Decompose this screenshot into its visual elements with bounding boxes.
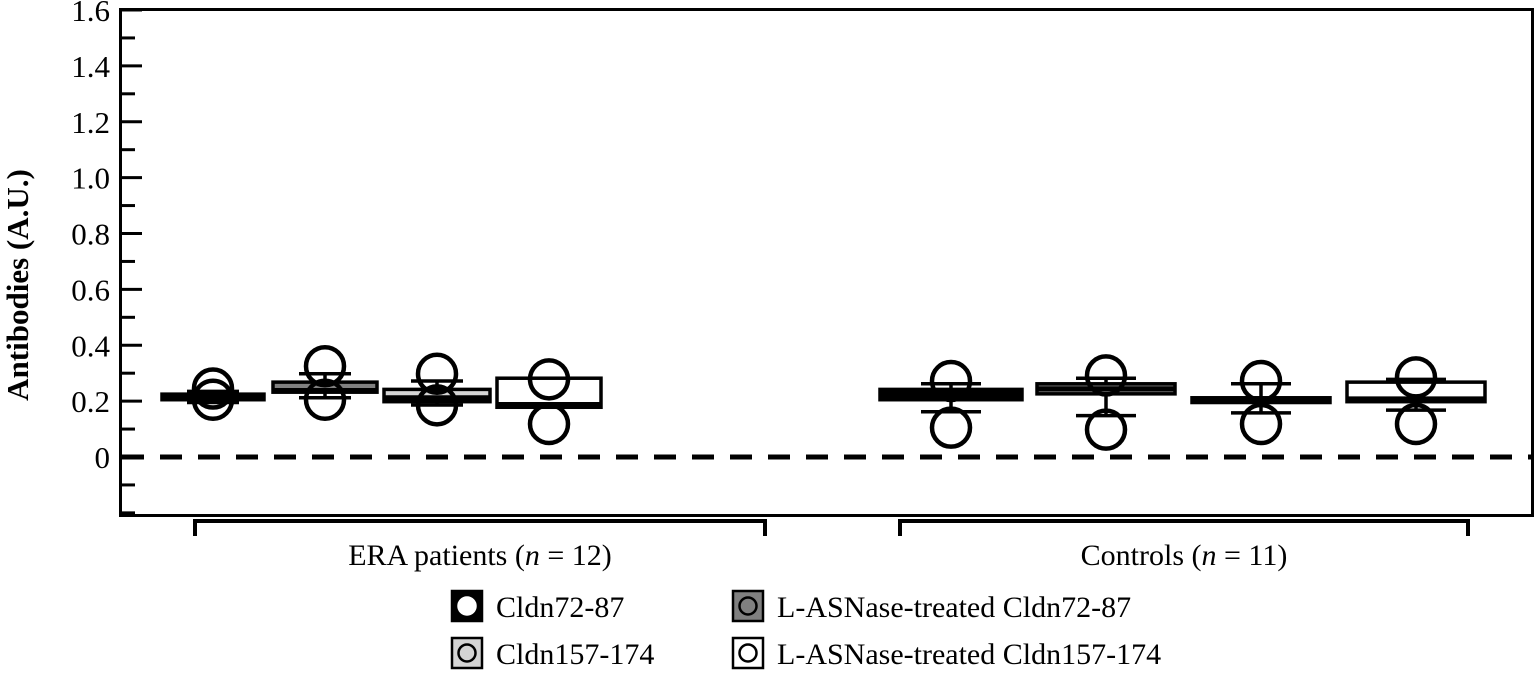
y-axis-title-text: Antibodies (A.U.) [0, 169, 35, 401]
group-labels: ERA patients (n = 12)Controls (n = 11) [348, 539, 1287, 572]
y-axis: 0 0.2 0.4 0.6 0.8 1.0 1.2 1.4 1.6 [71, 0, 142, 515]
outlier-marker[interactable] [1239, 359, 1283, 403]
legend-marker-circle [457, 643, 477, 663]
boxplot-box[interactable] [382, 352, 492, 427]
boxplot-box[interactable] [1190, 359, 1332, 446]
group-bracket [193, 519, 767, 536]
legend-marker-circle [738, 596, 758, 616]
y-tick-label: 0 [95, 440, 111, 475]
group-label-prefix: Controls ( [1081, 539, 1202, 572]
legend-marker-circle [738, 643, 758, 663]
legend-label: Cldn157-174 [496, 638, 654, 671]
outlier-marker[interactable] [191, 367, 235, 410]
legend-label: L-ASNase-treated Cldn157-174 [777, 638, 1161, 671]
boxplot-box[interactable] [271, 344, 379, 421]
outlier-marker[interactable] [1394, 402, 1438, 446]
group-label-prefix: ERA patients ( [348, 539, 525, 572]
legend-marker-circle [457, 596, 477, 616]
y-tick-label: 0.4 [71, 328, 110, 363]
boxplot-box[interactable] [1035, 354, 1177, 451]
group-label-n: n [1202, 539, 1217, 572]
outlier-marker[interactable] [1394, 356, 1438, 399]
group-label-n: n [525, 539, 540, 572]
outlier-marker[interactable] [527, 358, 571, 401]
legend-label: Cldn72-87 [496, 591, 624, 624]
y-tick-label: 0.6 [71, 272, 110, 307]
group-label: Controls (n = 11) [1081, 539, 1288, 572]
outlier-marker[interactable] [415, 352, 459, 395]
legend-item[interactable]: Cldn157-174 [450, 636, 654, 671]
legend: Cldn72-87 L-ASNase-treated Cldn72-87Cldn1… [450, 589, 1161, 671]
y-tick-label: 0.2 [71, 384, 110, 419]
boxplot-box[interactable] [495, 358, 603, 446]
y-tick-label: 1.6 [71, 0, 110, 28]
group-bracket [898, 519, 1470, 536]
plot-border [119, 8, 1534, 517]
legend-item[interactable]: L-ASNase-treated Cldn157-174 [731, 636, 1161, 671]
outlier-marker[interactable] [415, 384, 459, 427]
boxplot-box[interactable] [160, 367, 266, 421]
outlier-marker[interactable] [1084, 354, 1128, 397]
y-tick-label: 0.8 [71, 217, 110, 252]
y-tick-label: 1.4 [71, 49, 110, 84]
outlier-marker[interactable] [527, 402, 571, 446]
group-label-suffix: = 11) [1217, 539, 1288, 572]
group-label-suffix: = 12) [540, 539, 612, 572]
group-brackets [193, 519, 1470, 536]
legend-item[interactable]: L-ASNase-treated Cldn72-87 [731, 589, 1131, 624]
outlier-marker[interactable] [1084, 408, 1128, 451]
boxplot-box[interactable] [1345, 356, 1487, 446]
outlier-marker[interactable] [929, 359, 973, 403]
y-axis-title: Antibodies (A.U.) [0, 169, 35, 401]
outlier-marker[interactable] [303, 378, 347, 421]
legend-item[interactable]: Cldn72-87 [450, 589, 624, 624]
y-tick-label: 1.0 [71, 161, 110, 196]
boxplot-box[interactable] [878, 359, 1024, 449]
plot-frame [119, 8, 1534, 517]
outlier-marker[interactable] [191, 378, 235, 421]
group-label: ERA patients (n = 12) [348, 539, 612, 572]
box-series [160, 344, 1487, 451]
outlier-marker[interactable] [929, 406, 973, 449]
legend-label: L-ASNase-treated Cldn72-87 [777, 591, 1131, 624]
outlier-marker[interactable] [303, 344, 347, 388]
outlier-marker[interactable] [1239, 402, 1283, 446]
y-tick-label: 1.2 [71, 105, 110, 140]
